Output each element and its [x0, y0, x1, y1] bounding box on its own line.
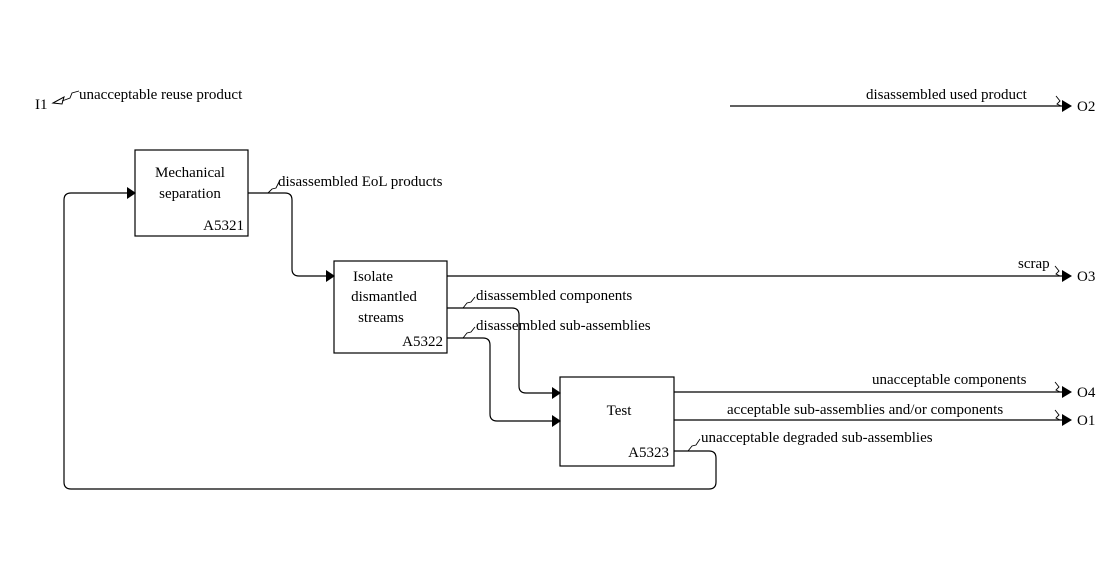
arrow-label-acceptable-sub-assemblies: acceptable sub-assemblies and/or compone…: [727, 402, 1003, 418]
arrow-line: [248, 192, 326, 277]
arrowhead-icon: [552, 415, 561, 427]
arrow-label-disassembled-eol-products: disassembled EoL products: [278, 174, 443, 190]
activity-title-line: Isolate: [353, 269, 393, 285]
arrowhead-icon: [326, 270, 335, 282]
squiggle-connector: [61, 90, 80, 102]
arrow-feedback-loop: unacceptable degraded sub-assemblies: [63, 187, 933, 490]
arrow-disassembled-eol-products: disassembled EoL products: [248, 174, 443, 282]
arrow-line: [447, 307, 552, 394]
terminal-label-o3: O3: [1077, 269, 1095, 285]
squiggle-connector: [687, 438, 701, 452]
activity-node-number: A5322: [402, 334, 443, 350]
arrowhead-icon: [1062, 414, 1072, 426]
arrowhead-icon: [552, 387, 561, 399]
arrow-disassembled-sub-assemblies: disassembled sub-assemblies: [447, 318, 651, 427]
arrowhead-icon: [1062, 386, 1072, 398]
arrow-label-scrap: scrap: [1018, 256, 1050, 272]
arrow-label-disassembled-used-product: disassembled used product: [866, 87, 1028, 103]
activity-mechanical-separation[interactable]: Mechanical separation A5321: [134, 149, 249, 237]
squiggle-connector: [462, 296, 476, 309]
arrow-line: [63, 192, 717, 490]
squiggle-connector: [1054, 381, 1061, 393]
arrow-line: [447, 337, 552, 422]
output-o3: scrap O3: [447, 256, 1095, 285]
output-o1: acceptable sub-assemblies and/or compone…: [674, 402, 1095, 429]
activity-title-line: separation: [159, 186, 221, 202]
output-o2: disassembled used product O2: [730, 87, 1095, 115]
arrow-label-disassembled-components: disassembled components: [476, 288, 632, 304]
arrow-label-unacceptable-components: unacceptable components: [872, 372, 1027, 388]
activity-node-number: A5323: [628, 445, 669, 461]
arrow-label-unacceptable-degraded: unacceptable degraded sub-assemblies: [701, 430, 933, 446]
squiggle-connector: [1055, 95, 1062, 107]
activity-title-line: streams: [358, 310, 404, 326]
squiggle-connector: [1054, 265, 1061, 277]
squiggle-connector: [462, 326, 476, 339]
activity-box[interactable]: [134, 149, 249, 237]
terminal-label-o1: O1: [1077, 413, 1095, 429]
output-o4: unacceptable components O4: [674, 372, 1096, 401]
terminal-label-o2: O2: [1077, 99, 1095, 115]
activity-isolate-dismantled-streams[interactable]: Isolate dismantled streams A5322: [333, 260, 448, 354]
arrowhead-icon: [1062, 100, 1072, 112]
squiggle-connector: [1054, 409, 1061, 421]
squiggle-connector: [267, 181, 280, 194]
terminal-label-o4: O4: [1077, 385, 1096, 401]
activity-test[interactable]: Test A5323: [559, 376, 675, 467]
arrow-disassembled-components: disassembled components: [447, 288, 632, 399]
input-i1: I1 unacceptable reuse product: [35, 87, 243, 113]
activity-node-number: A5321: [203, 218, 244, 234]
activity-box[interactable]: [559, 376, 675, 467]
activity-box[interactable]: [333, 260, 448, 354]
arrow-label-unacceptable-reuse-product: unacceptable reuse product: [79, 87, 243, 103]
terminal-label-i1: I1: [35, 97, 48, 113]
arrowhead-icon: [127, 187, 136, 199]
arrow-label-disassembled-sub-assemblies: disassembled sub-assemblies: [476, 318, 651, 334]
arrowhead-icon: [1062, 270, 1072, 282]
activity-title-line: dismantled: [351, 289, 417, 305]
activity-title-line: Mechanical: [155, 165, 225, 181]
activity-title-line: Test: [607, 403, 633, 419]
